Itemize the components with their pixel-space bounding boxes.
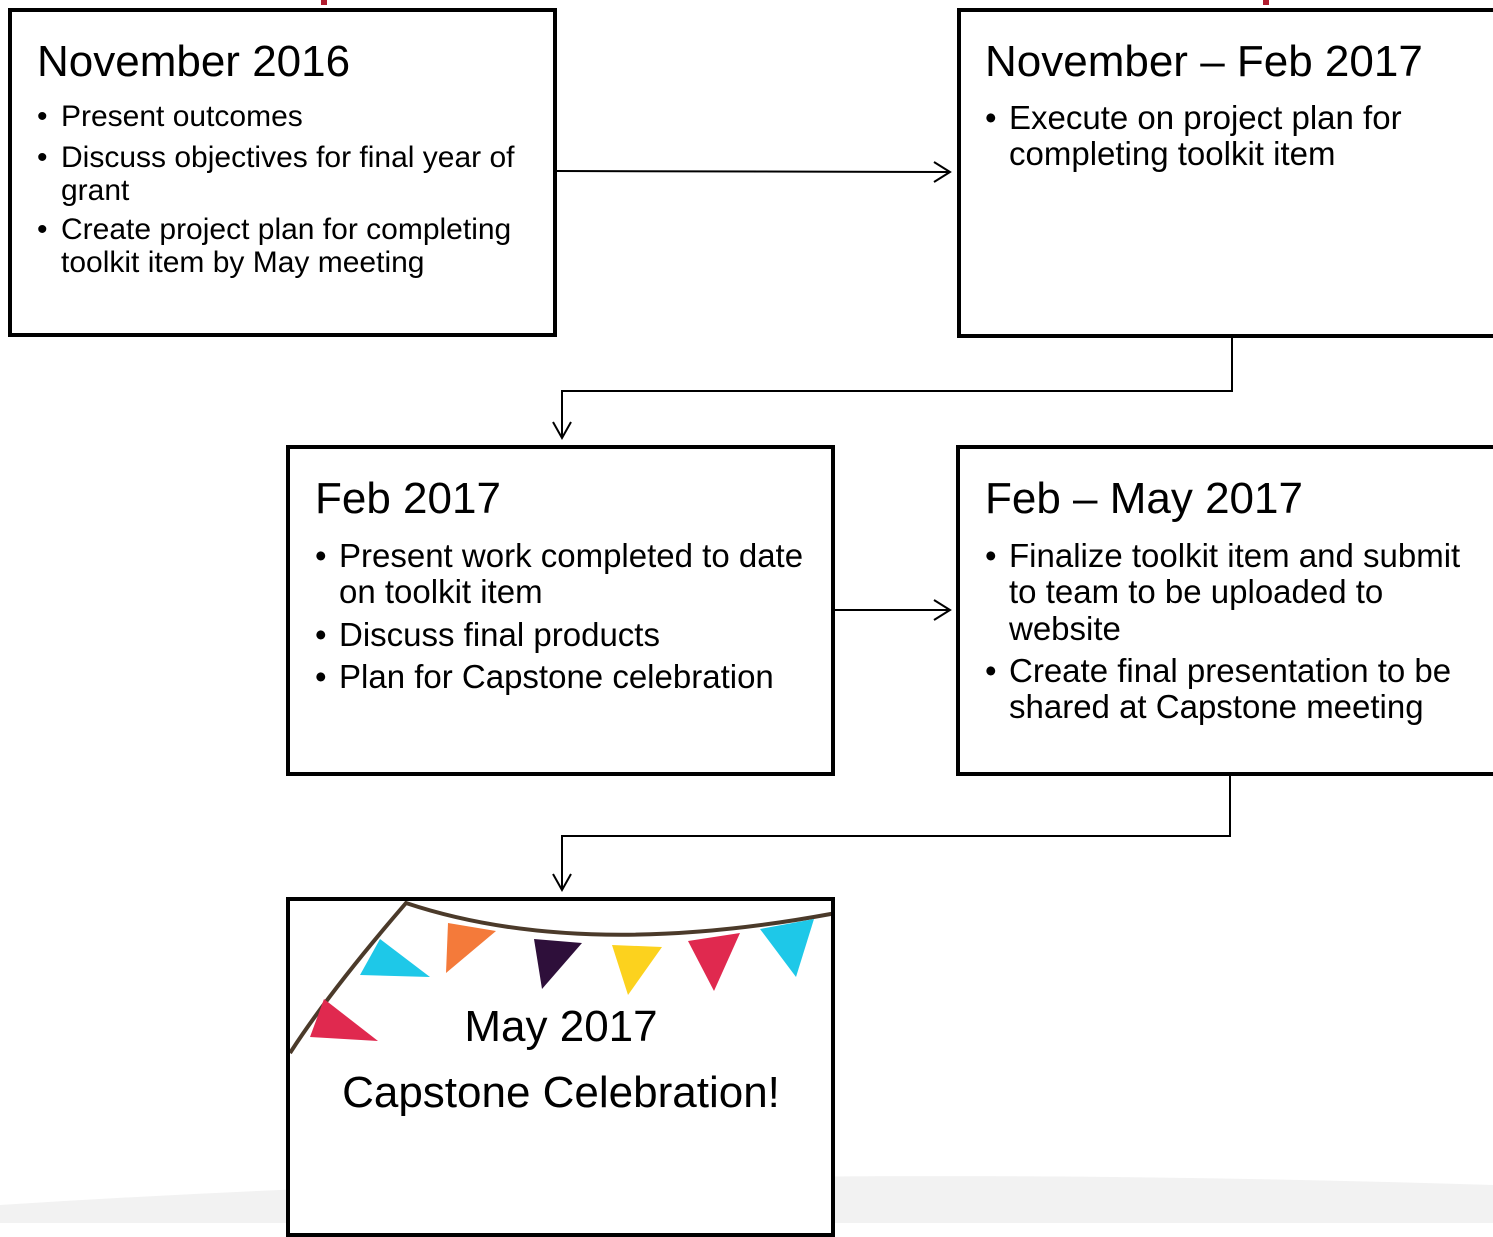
celebration-title: Capstone Celebration! — [342, 1068, 780, 1117]
bullet-item: Plan for Capstone celebration — [315, 658, 815, 695]
celebration-box: May 2017 Capstone Celebration! — [286, 897, 835, 1237]
bunting-flag — [360, 939, 430, 977]
bullet-item: Present outcomes — [37, 100, 537, 133]
bunting-flag — [310, 999, 378, 1041]
bullet-item: Execute on project plan for completing t… — [985, 99, 1455, 173]
bunting-flag — [534, 939, 582, 989]
connector-box1-to-box2 — [555, 170, 949, 173]
box-title: November – Feb 2017 — [985, 37, 1423, 86]
arrowhead-box4-to-celebration — [552, 873, 572, 893]
bunting-flag — [760, 919, 814, 977]
bullet-item: Finalize toolkit item and submit to team… — [985, 537, 1493, 647]
celebration-content: May 2017 Capstone Celebration! — [290, 901, 831, 1233]
arrowhead-box1-to-box2 — [933, 161, 952, 183]
box-title: Feb 2017 — [315, 474, 501, 523]
bunting-flag — [446, 923, 496, 973]
bullet-item: Create project plan for completing toolk… — [37, 213, 537, 279]
arrowhead-box3-to-box4 — [933, 599, 952, 621]
bullet-list: Finalize toolkit item and submit to team… — [985, 537, 1493, 726]
bullet-item: Create final presentation to be shared a… — [985, 652, 1493, 726]
bullet-item: Present work completed to date on toolki… — [315, 537, 815, 611]
timeline-box-feb-may-2017: Feb – May 2017 Finalize toolkit item and… — [956, 445, 1493, 776]
celebration-date: May 2017 — [464, 1002, 658, 1051]
timeline-box-november-feb-2017: November – Feb 2017 Execute on project p… — [957, 8, 1493, 338]
timeline-box-november-2016: November 2016 Present outcomes Discuss o… — [8, 8, 557, 337]
bullet-item: Discuss final products — [315, 616, 815, 653]
connector-box4-to-celebration — [561, 775, 1231, 888]
bunting-flag — [688, 933, 740, 991]
box-title: Feb – May 2017 — [985, 474, 1303, 523]
accent-mark-right — [1263, 0, 1269, 5]
bunting-string — [290, 901, 831, 1055]
box-title: November 2016 — [37, 37, 351, 86]
bullet-list: Present outcomes Discuss objectives for … — [37, 100, 537, 279]
timeline-box-feb-2017: Feb 2017 Present work completed to date … — [286, 445, 835, 776]
accent-mark-left — [321, 0, 327, 5]
arrowhead-box2-to-box3 — [552, 421, 572, 441]
bunting-decoration — [290, 901, 831, 1055]
bullet-list: Present work completed to date on toolki… — [315, 537, 815, 695]
bullet-item: Discuss objectives for final year of gra… — [37, 141, 537, 207]
connector-box2-to-box3 — [561, 337, 1233, 436]
bunting-flag — [612, 945, 662, 995]
bullet-list: Execute on project plan for completing t… — [985, 99, 1455, 173]
